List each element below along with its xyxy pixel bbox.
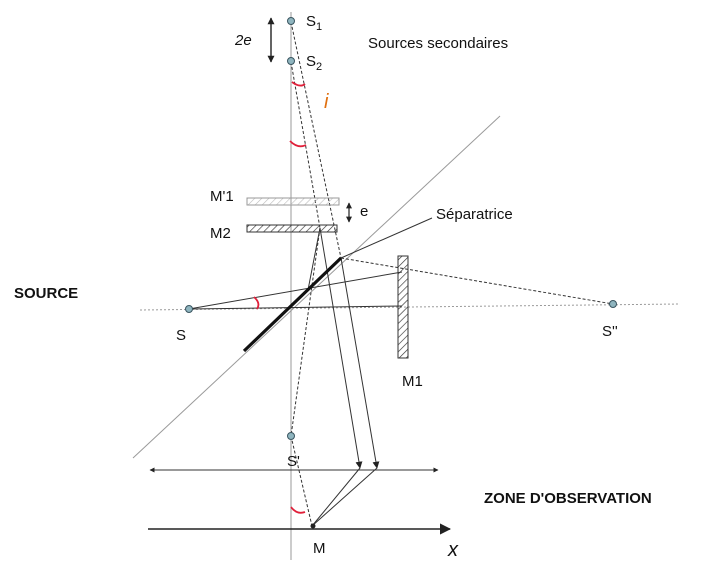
label-e: e (360, 203, 368, 220)
angle-arc-middle (289, 140, 307, 148)
label-zone-observation: ZONE D'OBSERVATION (484, 490, 652, 507)
point-m (310, 523, 316, 529)
ray-s-prime-to-m-dashed (290, 435, 313, 527)
label-m1-prime: M'1 (210, 188, 234, 205)
point-s-double-prime (609, 300, 617, 308)
label-angle-i: i (324, 91, 329, 113)
angle-arc-m (290, 506, 306, 514)
label-s: S (176, 327, 186, 344)
ray-m2-split (307, 227, 321, 291)
label-s1: S1 (306, 13, 322, 33)
label-sources-secondaires: Sources secondaires (368, 35, 508, 52)
angle-arc-s2 (291, 81, 306, 87)
label-separatrice: Séparatrice (436, 206, 513, 223)
ray-source-lower (188, 305, 403, 310)
ray-to-m-right (311, 467, 378, 527)
label-s-double-prime: S'' (602, 323, 618, 340)
label-m: M (313, 540, 326, 557)
label-m1: M1 (402, 373, 423, 390)
ray-s-prime-dashed (290, 227, 321, 437)
ray-to-s-double-prime-dashed (340, 257, 614, 305)
point-s2 (287, 57, 295, 65)
mirror-m1-prime (246, 197, 340, 206)
separatrice-pointer (340, 217, 433, 259)
angle-arc-source (253, 296, 260, 310)
ray-s1-dashed (290, 21, 342, 259)
label-m2: M2 (210, 225, 231, 242)
label-2e: 2e (234, 32, 252, 49)
point-s (185, 305, 193, 313)
label-s2: S2 (306, 53, 322, 73)
ray-m2-down (319, 227, 363, 469)
mirror-m2 (246, 224, 338, 233)
ray-source-upper (188, 271, 403, 310)
mirror-m1 (397, 255, 409, 359)
label-x: x (447, 539, 459, 561)
ray-separatrice-down (340, 257, 380, 469)
point-s1 (287, 17, 295, 25)
label-source: SOURCE (14, 285, 78, 302)
label-s-prime: S' (287, 453, 300, 470)
separatrice-plate (242, 256, 343, 353)
point-s-prime (287, 432, 295, 440)
horizontal-optical-axis (139, 303, 681, 311)
ray-to-m-left (311, 467, 361, 527)
